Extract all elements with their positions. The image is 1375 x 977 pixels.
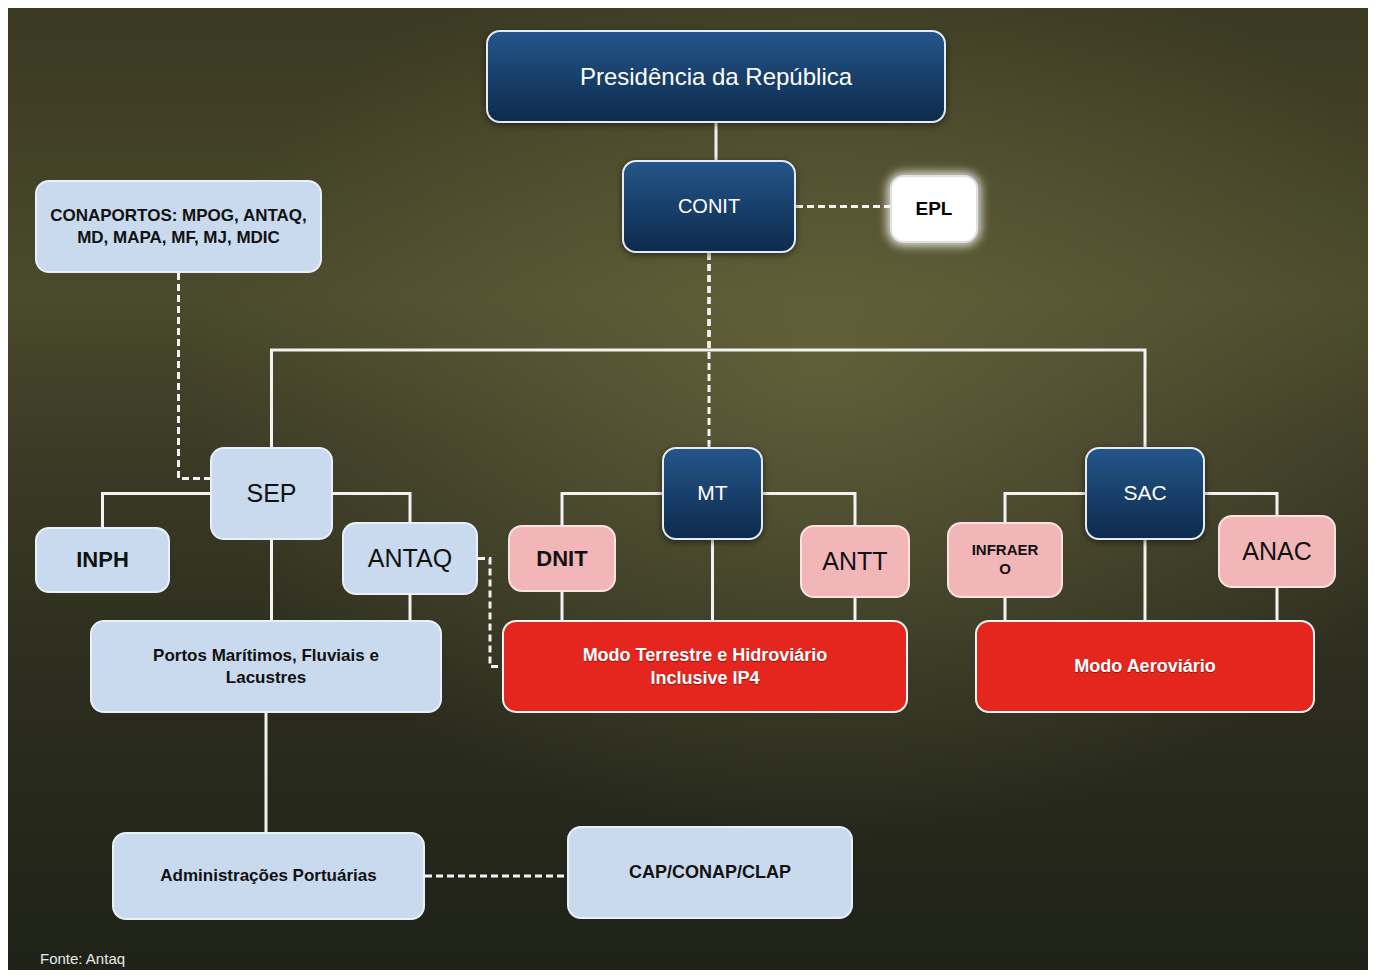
connector bbox=[562, 494, 662, 526]
company-box: EPL bbox=[890, 175, 978, 243]
source-note: Fonte: Antaq bbox=[40, 950, 125, 967]
node-text: ANTAQ bbox=[368, 543, 452, 574]
node-text: SEP bbox=[246, 478, 296, 509]
connector-line bbox=[270, 540, 273, 620]
connector bbox=[1277, 588, 1278, 620]
mode-box: Portos Marítimos, Fluviais e Lacustres bbox=[90, 620, 442, 713]
connector-line bbox=[272, 350, 710, 447]
connector bbox=[425, 876, 567, 877]
connector bbox=[716, 123, 717, 160]
node-text: ANAC bbox=[1242, 536, 1311, 567]
connector-line bbox=[179, 273, 211, 479]
agency-box: ANAC bbox=[1218, 515, 1336, 588]
title-box: Presidência da República bbox=[486, 30, 946, 123]
connector-line bbox=[711, 540, 714, 620]
connector bbox=[763, 494, 855, 526]
committee-box: CONAPORTOS: MPOG, ANTAQ, MD, MAPA, MF, M… bbox=[35, 180, 322, 273]
node-text: Modo Aeroviário bbox=[1074, 655, 1215, 678]
connector-line bbox=[715, 123, 718, 160]
connector bbox=[1005, 598, 1006, 620]
connector bbox=[266, 713, 267, 832]
connector bbox=[272, 253, 710, 447]
mode-box: Modo Aeroviário bbox=[975, 620, 1315, 713]
connector-line bbox=[796, 205, 890, 208]
ministry-box: SAC bbox=[1085, 447, 1205, 540]
connector-line bbox=[709, 350, 1145, 447]
node-text: CAP/CONAP/CLAP bbox=[629, 861, 791, 884]
connector-line bbox=[854, 598, 857, 620]
agency-box: DNIT bbox=[508, 525, 616, 592]
agency-box: ANTAQ bbox=[342, 522, 478, 595]
node-text: DNIT bbox=[536, 545, 587, 573]
connector bbox=[1145, 540, 1146, 620]
node-text: SAC bbox=[1123, 480, 1166, 506]
agency-box: INFRAER O bbox=[947, 522, 1063, 598]
connector-line bbox=[478, 559, 502, 667]
connector-line bbox=[103, 494, 211, 528]
council-box: CAP/CONAP/CLAP bbox=[567, 826, 853, 919]
connector bbox=[333, 494, 410, 523]
connector bbox=[855, 598, 856, 620]
connector bbox=[271, 540, 272, 620]
connector bbox=[1005, 494, 1085, 523]
agency-box: ANTT bbox=[800, 525, 910, 598]
agency-box: INPH bbox=[35, 527, 170, 593]
connector-line bbox=[409, 595, 412, 620]
node-text: Portos Marítimos, Fluviais e Lacustres bbox=[136, 645, 396, 688]
mode-box: Modo Terrestre e Hidroviário Inclusive I… bbox=[502, 620, 908, 713]
council-box: CONIT bbox=[622, 160, 796, 253]
node-text: CONAPORTOS: MPOG, ANTAQ, MD, MAPA, MF, M… bbox=[47, 205, 310, 248]
node-text: EPL bbox=[916, 197, 953, 221]
connector-line bbox=[708, 253, 711, 350]
node-text: Modo Terrestre e Hidroviário Inclusive I… bbox=[555, 644, 855, 689]
node-text: Administrações Portuárias bbox=[160, 865, 376, 886]
connector bbox=[179, 273, 211, 479]
connector-line bbox=[265, 713, 268, 832]
connector bbox=[796, 206, 890, 207]
ministry-box: SEP bbox=[210, 447, 333, 540]
connector-line bbox=[561, 592, 564, 620]
connector bbox=[1205, 494, 1277, 516]
connector bbox=[103, 494, 211, 528]
node-text: CONIT bbox=[678, 194, 740, 219]
node-text: INFRAER O bbox=[969, 541, 1041, 579]
ministry-box: MT bbox=[662, 447, 763, 540]
port-box: Administrações Portuárias bbox=[112, 832, 425, 920]
connector-line bbox=[763, 494, 855, 526]
connector bbox=[712, 540, 713, 620]
connector-line bbox=[1276, 588, 1279, 620]
connector-line bbox=[562, 494, 662, 526]
connector bbox=[410, 595, 411, 620]
connector bbox=[709, 253, 1145, 447]
connector-line bbox=[1004, 598, 1007, 620]
node-text: MT bbox=[697, 480, 727, 506]
connector-line bbox=[333, 494, 410, 523]
connector-line bbox=[1005, 494, 1085, 523]
node-text: ANTT bbox=[822, 546, 887, 577]
connector bbox=[478, 559, 502, 667]
node-text: Presidência da República bbox=[580, 62, 852, 92]
node-text: INPH bbox=[76, 546, 129, 574]
connector-line bbox=[1144, 540, 1147, 620]
connector-line bbox=[1205, 494, 1277, 516]
connector-line bbox=[425, 875, 567, 878]
connector-line bbox=[708, 253, 711, 350]
connector bbox=[562, 592, 563, 620]
